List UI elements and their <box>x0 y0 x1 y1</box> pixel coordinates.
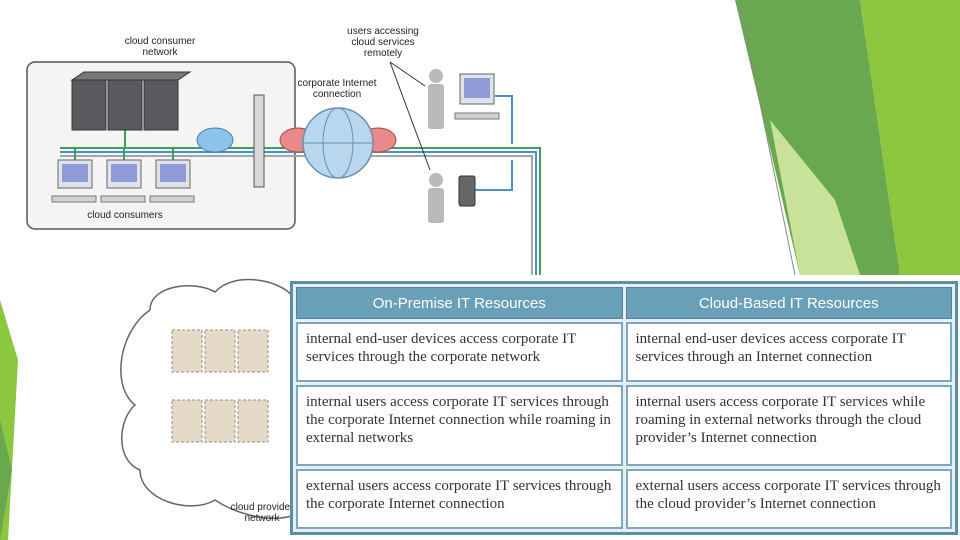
remote-user-2-head <box>429 173 443 187</box>
table-cell: internal end-user devices access corpora… <box>625 322 952 383</box>
table-cell: external users access corporate IT servi… <box>625 468 952 529</box>
table-cell: internal users access corporate IT servi… <box>296 385 623 466</box>
consumer-pc-1-screen <box>62 164 88 182</box>
comparison-table: On-Premise IT Resources Cloud-Based IT R… <box>290 281 958 535</box>
person-icon <box>428 69 444 223</box>
remote-pc-screen <box>464 78 490 98</box>
server-2 <box>107 79 143 131</box>
header-cloud-based: Cloud-Based IT Resources <box>625 287 952 319</box>
remote-pc-keyboard <box>454 112 500 120</box>
cloud-icon <box>120 278 296 519</box>
green-panel-pale <box>770 120 860 275</box>
provider-servers <box>171 329 269 443</box>
table-cell: internal end-user devices access corpora… <box>296 322 623 383</box>
comparison-table-grid: On-Premise IT Resources Cloud-Based IT R… <box>293 284 955 532</box>
mobile-phone-icon <box>458 175 476 207</box>
header-on-premise: On-Premise IT Resources <box>296 287 623 319</box>
green-panel-light <box>860 0 960 275</box>
router-internal <box>196 127 234 153</box>
firewall-icon <box>253 94 265 188</box>
table-cell: external users access corporate IT servi… <box>296 468 623 529</box>
link-phone <box>475 160 513 191</box>
link-gray <box>60 155 533 275</box>
provider-server-2 <box>204 329 236 373</box>
consumer-pc-2-screen <box>111 164 137 182</box>
callout-line-2 <box>389 61 431 171</box>
provider-server-4 <box>171 399 203 443</box>
remote-user-1-body <box>428 84 444 129</box>
consumer-pc-3-screen <box>160 164 186 182</box>
server-top <box>70 71 192 81</box>
server-1 <box>71 79 107 131</box>
green-line <box>739 4 796 276</box>
table-cell: internal users access corporate IT servi… <box>625 385 952 466</box>
server-3 <box>143 79 179 131</box>
remote-user-2-body <box>428 188 444 223</box>
green-panel-left-dark <box>0 420 12 540</box>
green-panel-dark <box>735 0 900 275</box>
provider-server-3 <box>237 329 269 373</box>
remote-desktop-computer-icon <box>454 73 500 120</box>
cloud-consumers-label: cloud consumers <box>87 210 163 221</box>
provider-server-1 <box>171 329 203 373</box>
remote-user-1-head <box>429 69 443 83</box>
desktop-computer-icon <box>51 159 195 203</box>
consumer-pc-3-keyboard <box>149 195 195 203</box>
consumer-pc-1-keyboard <box>51 195 97 203</box>
table-row: internal end-user devices access corpora… <box>296 322 952 383</box>
provider-server-5 <box>204 399 236 443</box>
table-row: external users access corporate IT servi… <box>296 468 952 529</box>
callout-line-1 <box>389 61 426 87</box>
consumer-pc-2-keyboard <box>100 195 146 203</box>
provider-server-6 <box>237 399 269 443</box>
table-row: internal users access corporate IT servi… <box>296 385 952 466</box>
globe-icon <box>302 107 374 179</box>
table-header-row: On-Premise IT Resources Cloud-Based IT R… <box>296 287 952 319</box>
link-remote-pc <box>495 95 513 144</box>
server-icon <box>70 71 192 131</box>
